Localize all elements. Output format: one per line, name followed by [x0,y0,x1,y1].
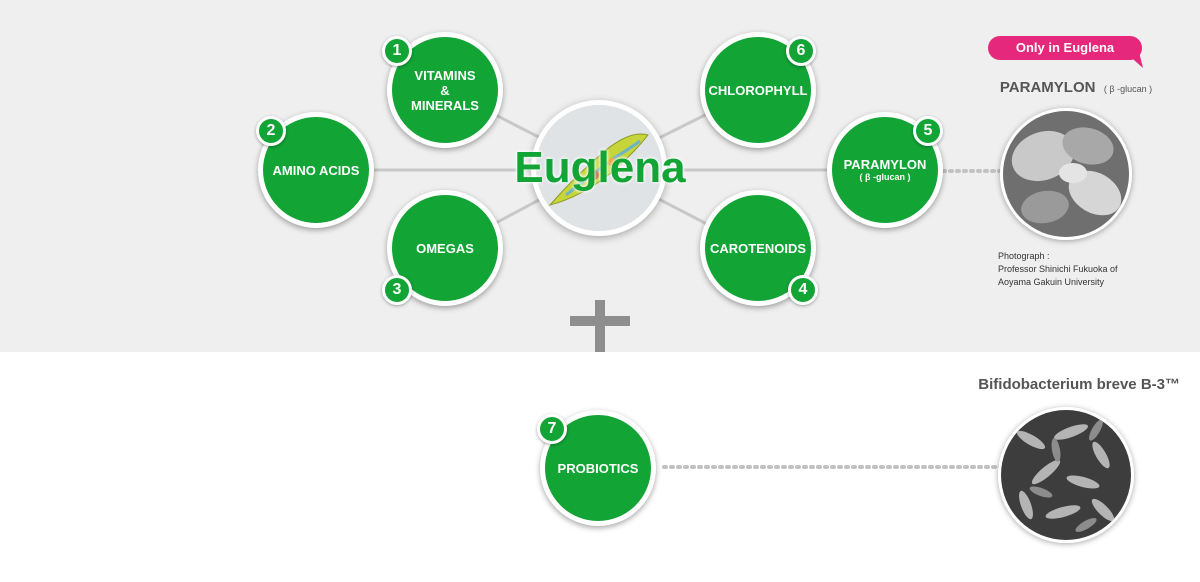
nutrient-number-badge: 3 [382,275,412,305]
plus-icon [570,300,630,352]
probiotics-number-badge: 7 [537,414,567,444]
euglena-title: Euglena [514,143,686,192]
nutrient-number-badge: 6 [786,36,816,66]
credit-line: Aoyama Gakuin University [998,277,1105,287]
photo-credit: Photograph : Professor Shinichi Fukuoka … [998,250,1188,289]
nutrient-number-badge: 4 [788,275,818,305]
euglena-cell-illustration [536,105,662,231]
nutrient-number-badge: 5 [913,116,943,146]
nutrient-label: OMEGAS [416,240,474,256]
probiotics-label: PROBIOTICS [557,460,639,476]
nutrient-label: AMINO ACIDS [272,162,360,178]
nutrient-node-chlorophyll: CHLOROPHYLL [700,32,816,148]
nutrient-label: PARAMYLON [843,157,927,172]
nutrient-label: VITAMINS & MINERALS [411,67,479,113]
credit-line: Photograph : [998,251,1050,261]
paramylon-title-sub: ( β -glucan ) [1103,84,1153,94]
credit-line: Professor Shinichi Fukuoka of [998,264,1118,274]
nutrient-label: CAROTENOIDS [709,240,807,256]
bifidobacterium-title: Bifidobacterium breve B-3™ [978,376,1180,393]
paramylon-title-main: PARAMYLON [999,79,1096,96]
euglena-center-image [531,100,667,236]
nutrient-number-badge: 2 [256,116,286,146]
paramylon-title: PARAMYLON ( β -glucan ) [986,79,1166,97]
nutrient-sublabel: ( β -glucan ) [859,172,911,182]
bifidobacterium-photo [998,407,1134,543]
callout-tail-icon [1125,52,1143,68]
paramylon-photo [1000,108,1132,240]
nutrient-label: CHLOROPHYLL [708,82,808,98]
only-in-euglena-callout: Only in Euglena [988,36,1142,60]
nutrient-number-badge: 1 [382,36,412,66]
